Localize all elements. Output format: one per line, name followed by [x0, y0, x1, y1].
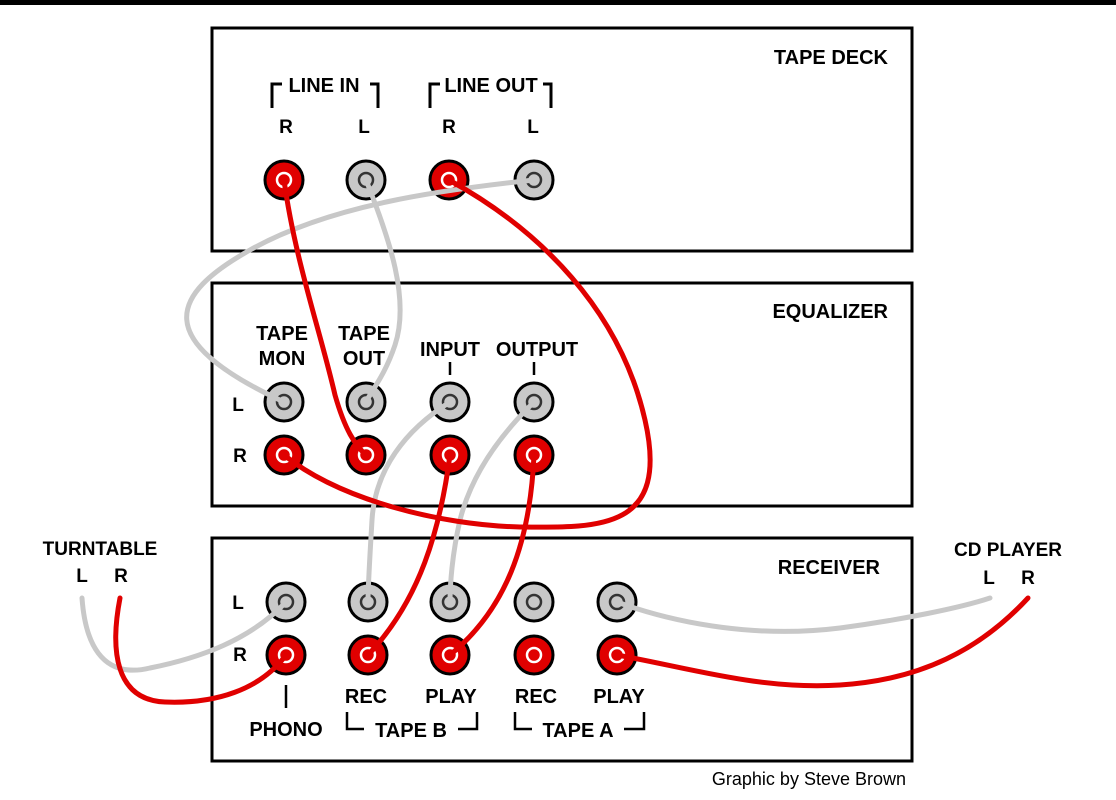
cable-cd-player-r-to-receiver-tape-a-play-r [614, 595, 1031, 689]
cable-cd-player-l-to-receiver-tape-a-play-l [614, 595, 993, 634]
eq-row-r-label: R [233, 446, 247, 467]
equalizer-panel [210, 281, 914, 508]
line-in-label: LINE IN [288, 75, 359, 97]
receiver-title: RECEIVER [778, 557, 881, 579]
receiver-tape-a-rec-r-jack [513, 634, 555, 676]
receiver-panel [210, 536, 914, 763]
cd-player-l-label: L [983, 568, 995, 589]
cd-player-title: CD PLAYER [954, 540, 1062, 561]
receiver-row-r-label: R [233, 645, 247, 666]
tape-a-play-label: PLAY [593, 686, 645, 708]
tape-deck-title: TAPE DECK [774, 47, 889, 69]
tape-out-label-line1: TAPE [338, 323, 390, 345]
cable-tape-deck-line-out-l-to-eq-tape-mon-l [184, 177, 537, 405]
tape-mon-label-line1: TAPE [256, 323, 308, 345]
output-label: OUTPUT [496, 339, 578, 361]
input-label: INPUT [420, 339, 480, 361]
turntable-l-label: L [76, 566, 88, 587]
credit-text: Graphic by Steve Brown [712, 769, 906, 789]
tape-mon-label-line2: MON [259, 348, 306, 370]
tape-b-bracket [345, 712, 479, 731]
cable-eq-input-r-to-receiver-tape-b-rec-r [365, 452, 453, 658]
line-in-r-label: R [279, 117, 293, 138]
cable-tape-deck-line-out-r-to-eq-tape-mon-r [281, 177, 653, 530]
red-cables [113, 177, 1031, 705]
tape-out-label-line2: OUT [343, 348, 385, 370]
equalizer-title: EQUALIZER [772, 301, 888, 323]
line-in-bracket [270, 82, 553, 108]
cable-turntable-l-to-receiver-phono-l [79, 595, 289, 673]
line-in-l-label: L [358, 117, 370, 138]
tape-b-label: TAPE B [375, 720, 447, 742]
line-out-r-label: R [442, 117, 456, 138]
turntable-r-label: R [114, 566, 128, 587]
tape-a-rec-label: REC [515, 686, 557, 708]
tape-deck-panel [210, 26, 914, 253]
jack-center-dots [281, 177, 537, 183]
cable-tape-deck-line-in-r-to-eq-tape-out-r [281, 177, 369, 458]
tape-b-play-label: PLAY [425, 686, 477, 708]
receiver-row-l-label: L [232, 593, 244, 614]
eq-row-l-label: L [232, 395, 244, 416]
cable-eq-input-l-to-receiver-tape-b-rec-l [365, 399, 453, 605]
tape-a-bracket [513, 712, 646, 731]
line-out-label: LINE OUT [444, 75, 537, 97]
cable-eq-output-r-to-receiver-tape-b-play-r [447, 452, 537, 658]
receiver-tape-a-rec-l-jack [513, 581, 555, 623]
tape-b-rec-label: REC [345, 686, 387, 708]
phono-label: PHONO [249, 719, 322, 741]
cd-player-r-label: R [1021, 568, 1035, 589]
top-border [0, 0, 1116, 5]
line-out-l-label: L [527, 117, 539, 138]
cable-turntable-r-to-receiver-phono-r [113, 595, 289, 705]
cable-tape-deck-line-in-l-to-eq-tape-out-l [363, 177, 403, 405]
turntable-title: TURNTABLE [43, 539, 158, 560]
tape-a-label: TAPE A [542, 720, 613, 742]
